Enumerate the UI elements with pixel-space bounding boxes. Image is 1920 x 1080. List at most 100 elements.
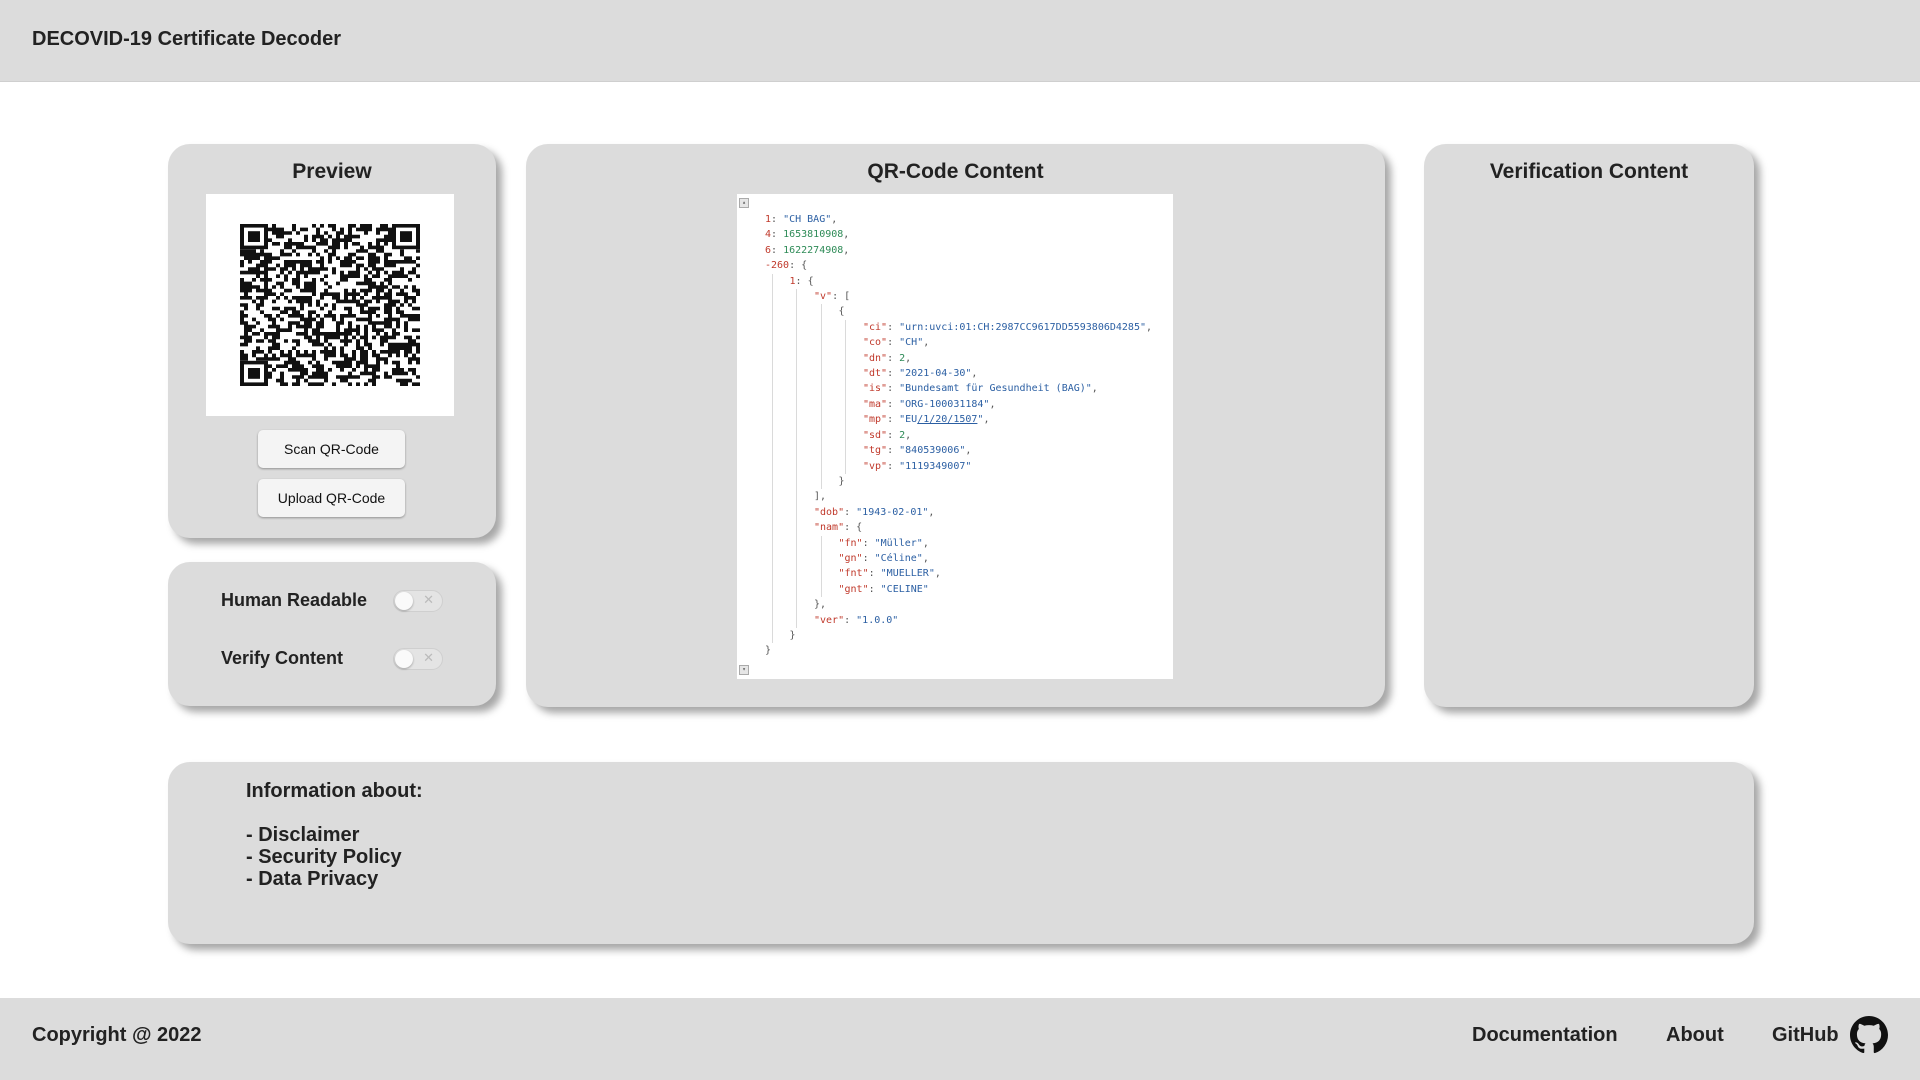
github-link[interactable]: GitHub bbox=[1772, 1024, 1839, 1046]
json-token: " bbox=[977, 414, 984, 426]
copyright-text: Copyright @ 2022 bbox=[32, 1024, 202, 1046]
json-token: : bbox=[887, 398, 900, 410]
json-token: } bbox=[765, 645, 772, 657]
json-viewer[interactable]: ▴ 1: "CH BAG",4: 1653810908,6: 162227490… bbox=[737, 194, 1173, 679]
json-token: : bbox=[862, 537, 875, 549]
app-footer: Copyright @ 2022 Documentation About Git… bbox=[0, 998, 1920, 1080]
json-token: , bbox=[843, 244, 850, 256]
json-token: "2021-04-30" bbox=[899, 368, 972, 380]
json-line: } bbox=[765, 473, 1152, 490]
disclaimer-link[interactable]: - Disclaimer bbox=[246, 824, 360, 846]
json-token: , bbox=[971, 368, 978, 380]
json-token: : { bbox=[789, 260, 808, 272]
json-token: "840539006" bbox=[899, 445, 966, 457]
json-line: "ver": "1.0.0" bbox=[765, 612, 1152, 628]
json-token: : bbox=[887, 445, 900, 457]
json-token: 1653810908 bbox=[783, 229, 844, 241]
json-token: : bbox=[862, 552, 875, 564]
verification-title: Verification Content bbox=[1489, 160, 1689, 183]
json-token: : { bbox=[844, 522, 863, 534]
json-token: } bbox=[789, 629, 796, 641]
json-token: "fnt" bbox=[838, 568, 869, 580]
json-token: "mp" bbox=[863, 414, 888, 426]
json-token: "dn" bbox=[863, 352, 888, 364]
json-token: : bbox=[887, 321, 900, 333]
json-line: "ci": "urn:uvci:01:CH:2987CC9617DD559380… bbox=[765, 319, 1152, 336]
json-line: { bbox=[765, 304, 1152, 320]
json-token: : bbox=[868, 583, 881, 595]
json-token: "1943-02-01" bbox=[856, 506, 929, 518]
json-line: "fnt": "MUELLER", bbox=[765, 566, 1152, 582]
upload-qr-code-button[interactable]: Upload QR-Code bbox=[258, 479, 405, 517]
json-token: -260 bbox=[765, 260, 790, 272]
github-icon[interactable] bbox=[1850, 1016, 1888, 1054]
human-readable-toggle[interactable]: ✕ bbox=[393, 590, 443, 612]
app-title: DECOVID-19 Certificate Decoder bbox=[32, 28, 341, 50]
json-token: "dt" bbox=[863, 368, 888, 380]
json-token: "sd" bbox=[863, 429, 888, 441]
scroll-up-icon[interactable]: ▴ bbox=[739, 198, 749, 208]
documentation-link[interactable]: Documentation bbox=[1472, 1024, 1618, 1046]
json-token: : bbox=[887, 460, 900, 472]
scan-qr-code-button[interactable]: Scan QR-Code bbox=[258, 430, 405, 468]
json-token: "CELINE" bbox=[880, 583, 929, 595]
json-token: 1 bbox=[789, 275, 796, 287]
about-link[interactable]: About bbox=[1666, 1024, 1724, 1046]
json-token: "gn" bbox=[838, 552, 863, 564]
qr-content-card: QR-Code Content ▴ 1: "CH BAG",4: 1653810… bbox=[526, 144, 1385, 707]
json-token: "Müller" bbox=[874, 537, 923, 549]
json-token: "fn" bbox=[838, 537, 863, 549]
verification-card: Verification Content bbox=[1424, 144, 1754, 707]
json-token: , bbox=[1091, 383, 1098, 395]
json-token: : bbox=[887, 414, 900, 426]
verify-content-toggle[interactable]: ✕ bbox=[393, 648, 443, 670]
json-token: : bbox=[771, 214, 784, 225]
data-privacy-link[interactable]: - Data Privacy bbox=[246, 868, 379, 890]
json-token: , bbox=[905, 429, 912, 441]
json-line: "co": "CH", bbox=[765, 335, 1152, 351]
json-token: 2 bbox=[899, 429, 906, 441]
json-token: "co" bbox=[863, 337, 888, 349]
json-token: , bbox=[843, 229, 850, 241]
json-token: 4 bbox=[765, 229, 772, 241]
json-token: 2 bbox=[899, 352, 906, 364]
json-token: : bbox=[887, 352, 900, 364]
json-token: "v" bbox=[814, 291, 833, 303]
json-token: "EU bbox=[899, 414, 918, 426]
json-line: }, bbox=[765, 597, 1152, 613]
json-token: 1622274908 bbox=[783, 244, 844, 256]
json-token: "1.0.0" bbox=[856, 614, 899, 626]
json-line: 4: 1653810908, bbox=[765, 227, 1152, 242]
json-token: "is" bbox=[863, 383, 888, 395]
json-token: "tg" bbox=[863, 445, 888, 457]
verify-content-row: Verify Content ✕ bbox=[221, 648, 443, 670]
json-line: 1: { bbox=[765, 273, 1152, 290]
json-token: , bbox=[923, 337, 930, 349]
json-token: , bbox=[831, 214, 838, 225]
json-line: "nam": { bbox=[765, 520, 1152, 536]
json-token: , bbox=[922, 552, 929, 564]
json-tree: 1: "CH BAG",4: 1653810908,6: 1622274908,… bbox=[765, 212, 1152, 659]
json-line: } bbox=[765, 643, 1152, 658]
preview-card: Preview Scan QR-Code Upload QR-Code bbox=[168, 144, 496, 538]
json-line: "gn": "Céline", bbox=[765, 550, 1152, 567]
scroll-down-icon[interactable]: ▾ bbox=[739, 665, 749, 675]
json-token: , bbox=[983, 414, 990, 426]
json-token: : bbox=[887, 429, 900, 441]
json-token: "Bundesamt für Gesundheit (BAG)" bbox=[899, 383, 1092, 395]
qr-content-title: QR-Code Content bbox=[867, 160, 1044, 183]
json-line: "dt": "2021-04-30", bbox=[765, 366, 1152, 382]
json-line: "gnt": "CELINE" bbox=[765, 581, 1152, 598]
json-line: ], bbox=[765, 489, 1152, 505]
toggle-off-icon: ✕ bbox=[423, 650, 434, 665]
json-token: ], bbox=[814, 491, 827, 503]
verify-content-label: Verify Content bbox=[221, 648, 344, 668]
json-token: "CH BAG" bbox=[783, 214, 832, 225]
security-policy-link[interactable]: - Security Policy bbox=[246, 846, 402, 868]
json-token: 6 bbox=[765, 244, 772, 256]
json-token: /1/20/1507 bbox=[917, 414, 978, 426]
json-line: "is": "Bundesamt für Gesundheit (BAG)", bbox=[765, 381, 1152, 397]
json-line: -260: { bbox=[765, 258, 1152, 273]
json-token: , bbox=[928, 506, 935, 518]
json-line: "v": [ bbox=[765, 289, 1152, 305]
